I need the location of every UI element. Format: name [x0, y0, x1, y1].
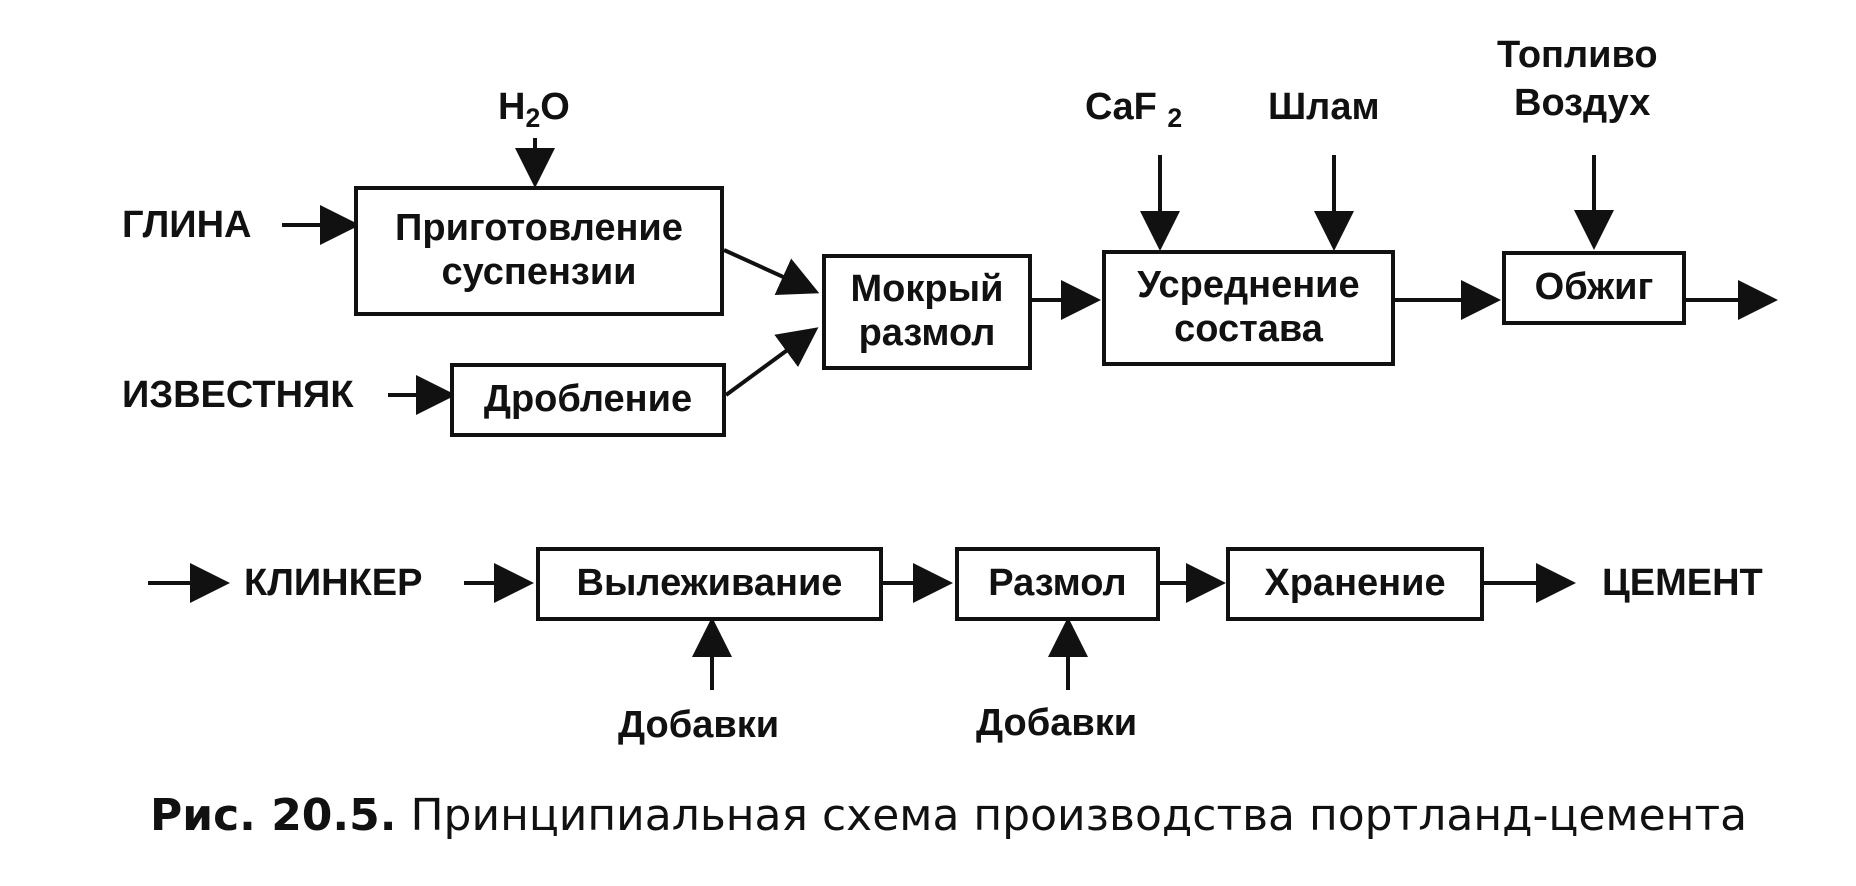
box-obzhig: Обжиг: [1502, 251, 1686, 325]
input-h2o-label: H2O: [498, 86, 570, 133]
input-toplivo-label: Топливо: [1497, 34, 1658, 76]
input-shlam-label: Шлам: [1268, 86, 1380, 128]
arrow-drob-to-mokryy: [724, 327, 819, 397]
input-vozdukh-label: Воздух: [1514, 82, 1651, 124]
input-izvestnyak-label: ИЗВЕСТНЯК: [122, 374, 354, 416]
input-dobavki-1-label: Добавки: [618, 704, 780, 746]
caption-text: Принципиальная схема производства портла…: [410, 790, 1748, 841]
box-droblenie: Дробление: [450, 363, 726, 437]
input-caf2-label: CaF 2: [1085, 86, 1183, 133]
input-klinker-label: КЛИНКЕР: [244, 562, 423, 604]
input-glina-label: ГЛИНА: [122, 204, 252, 246]
box-razmol: Размол: [955, 547, 1160, 621]
output-tsement-label: ЦЕМЕНТ: [1602, 562, 1763, 604]
box-vylezhivanie: Вылеживание: [536, 547, 883, 621]
arrow-susp-to-mokryy: [723, 248, 820, 295]
figure-caption: Рис. 20.5. Принципиальная схема производ…: [150, 790, 1747, 841]
input-dobavki-2-label: Добавки: [976, 702, 1138, 744]
caption-number: Рис. 20.5.: [150, 790, 397, 841]
box-khranenie: Хранение: [1226, 547, 1484, 621]
